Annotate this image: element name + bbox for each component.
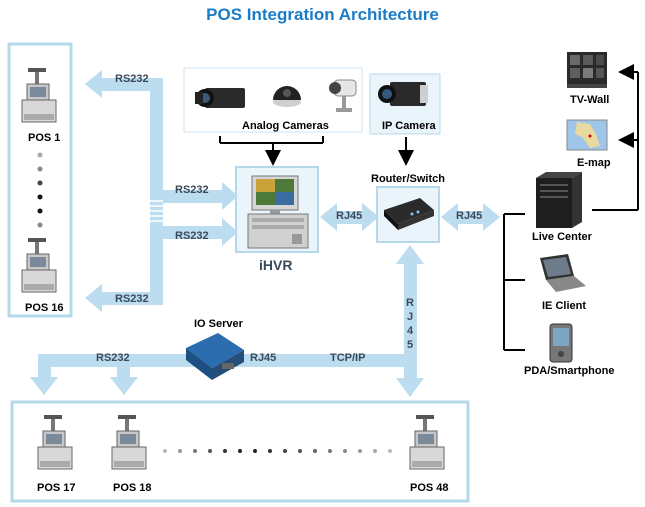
e-map-label: E-map bbox=[577, 157, 611, 169]
pos-18-label: POS 18 bbox=[113, 482, 152, 494]
pda-smartphone-label: PDA/Smartphone bbox=[524, 365, 615, 377]
pos-17-label: POS 17 bbox=[37, 482, 76, 494]
tcpip-label: TCP/IP bbox=[330, 352, 366, 364]
pos-48-label: POS 48 bbox=[410, 482, 449, 494]
rj45-label: RJ45 bbox=[336, 210, 363, 222]
analog-cameras-label: Analog Cameras bbox=[242, 120, 329, 132]
box-camera-icon bbox=[195, 88, 245, 108]
server-tower-icon bbox=[536, 172, 582, 228]
pos-group-box-bottom bbox=[10, 400, 470, 503]
rs232-label: RS232 bbox=[115, 293, 149, 305]
io-server-icon bbox=[186, 333, 244, 380]
diagram-title: POS Integration Architecture bbox=[206, 5, 439, 24]
rj45-vertical-label: R J 4 5 bbox=[404, 296, 416, 352]
rj45-vertical-char: J bbox=[406, 311, 414, 323]
pos-terminal-icon bbox=[409, 415, 445, 470]
router-icon bbox=[384, 198, 434, 230]
pda-icon bbox=[549, 323, 573, 363]
pos-ellipsis-vertical bbox=[37, 152, 43, 228]
ip-camera-icon bbox=[378, 82, 428, 106]
rj45-label: RJ45 bbox=[456, 210, 483, 222]
tv-wall-label: TV-Wall bbox=[570, 94, 610, 106]
laptop-icon bbox=[540, 254, 586, 292]
pos-terminal-icon bbox=[37, 415, 73, 470]
pos-terminal-icon bbox=[21, 68, 57, 123]
rj45-label: RJ45 bbox=[250, 352, 277, 364]
dome-camera-icon bbox=[273, 86, 301, 107]
rj45-vertical-char: R bbox=[406, 297, 414, 309]
router-switch-label: Router/Switch bbox=[371, 173, 445, 185]
ip-camera-label: IP Camera bbox=[382, 120, 436, 132]
video-feed-lines bbox=[219, 64, 639, 351]
ie-client-label: IE Client bbox=[542, 300, 587, 312]
e-map-icon bbox=[566, 119, 608, 151]
pos-1-label: POS 1 bbox=[28, 132, 61, 144]
rs232-label: RS232 bbox=[175, 230, 209, 242]
ihvr-label: iHVR bbox=[259, 257, 293, 273]
rs232-label: RS232 bbox=[96, 352, 130, 364]
pos-ellipsis-horizontal bbox=[163, 449, 392, 453]
pos-terminal-icon bbox=[111, 415, 147, 470]
pos-terminal-icon bbox=[21, 238, 57, 293]
pos-16-label: POS 16 bbox=[25, 302, 64, 314]
tv-wall-icon bbox=[567, 52, 607, 88]
live-center-label: Live Center bbox=[532, 231, 592, 243]
io-server-label: IO Server bbox=[194, 318, 243, 330]
serial-arrows bbox=[30, 70, 500, 397]
rs232-label: RS232 bbox=[175, 184, 209, 196]
ihvr-computer-icon bbox=[247, 175, 309, 249]
pos-group-box-left bbox=[7, 42, 73, 318]
rs232-label: RS232 bbox=[115, 73, 149, 85]
bullet-camera-icon bbox=[329, 79, 357, 112]
rj45-vertical-char: 5 bbox=[406, 339, 414, 351]
trunk-stripes bbox=[150, 200, 163, 222]
rj45-vertical-char: 4 bbox=[406, 325, 414, 337]
